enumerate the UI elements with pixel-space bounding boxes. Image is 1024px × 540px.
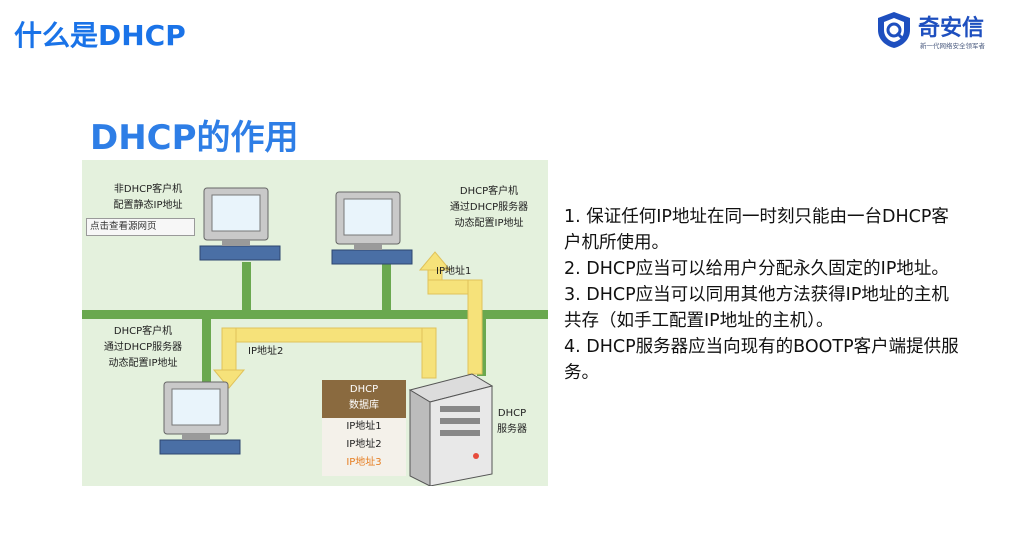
- computer-icon: [331, 191, 413, 265]
- server-label: DHCP 服务器: [492, 406, 532, 438]
- page-title: 什么是DHCP: [14, 19, 186, 52]
- logo-brand-name: 奇安信: [918, 16, 985, 41]
- ip2-label: IP地址2: [248, 346, 284, 357]
- computer-icon: [199, 187, 281, 261]
- label-line: DHCP: [497, 408, 527, 419]
- label-line: 通过DHCP服务器: [103, 342, 183, 353]
- company-logo: 奇安信 新一代网络安全领军者: [874, 8, 1014, 54]
- computer-icon: [159, 381, 241, 455]
- label-line: DHCP: [349, 384, 379, 395]
- static-client-label: 非DHCP客户机 配置静态IP地址: [86, 182, 210, 214]
- ip1-label: IP地址1: [436, 266, 472, 277]
- list-item: 1. 保证任何IP地址在同一时刻只能由一台DHCP客户机所使用。: [564, 207, 949, 253]
- list-item: 2. DHCP应当可以给用户分配永久固定的IP地址。: [564, 259, 949, 279]
- database-entry: IP地址2: [346, 439, 382, 450]
- shield-logo-icon: [878, 12, 910, 48]
- database-header: DHCP 数据库: [322, 380, 406, 418]
- database-entry: IP地址1: [346, 421, 382, 432]
- list-item: 4. DHCP服务器应当向现有的BOOTP客户端提供服务。: [564, 337, 959, 383]
- dhcp-client-top-label: DHCP客户机 通过DHCP服务器 动态配置IP地址: [430, 184, 548, 232]
- label-line: 数据库: [349, 400, 379, 411]
- ip2-arrow: [212, 327, 437, 389]
- ip1-arrow: [418, 251, 483, 375]
- logo-tagline: 新一代网络安全领军者: [920, 42, 985, 50]
- database-entry: IP地址3: [346, 457, 382, 468]
- label-line: 动态配置IP地址: [108, 358, 178, 369]
- dhcp-network-diagram: 非DHCP客户机 配置静态IP地址 DHCP客户机 通过DHCP服务器 动态配置…: [82, 160, 548, 486]
- label-line: 非DHCP客户机: [113, 184, 183, 195]
- server-icon: [408, 373, 494, 486]
- dhcp-client-left-label: DHCP客户机 通过DHCP服务器 动态配置IP地址: [84, 324, 202, 372]
- label-line: 通过DHCP服务器: [449, 202, 529, 213]
- label-line: 配置静态IP地址: [113, 200, 183, 211]
- label-line: DHCP客户机: [113, 326, 173, 337]
- dhcp-function-list: 1. 保证任何IP地址在同一时刻只能由一台DHCP客户机所使用。 2. DHCP…: [564, 204, 964, 386]
- list-item: 3. DHCP应当可以同用其他方法获得IP地址的主机共存（如手工配置IP地址的主…: [564, 285, 949, 331]
- dhcp-database-table: DHCP 数据库 IP地址1 IP地址2 IP地址3: [322, 380, 406, 476]
- label-line: 动态配置IP地址: [454, 218, 524, 229]
- label-line: DHCP客户机: [459, 186, 519, 197]
- label-line: 服务器: [497, 424, 527, 435]
- view-source-popup[interactable]: 点击查看源网页: [86, 218, 195, 236]
- section-title: DHCP的作用: [90, 118, 299, 158]
- database-entries: IP地址1 IP地址2 IP地址3: [322, 418, 406, 476]
